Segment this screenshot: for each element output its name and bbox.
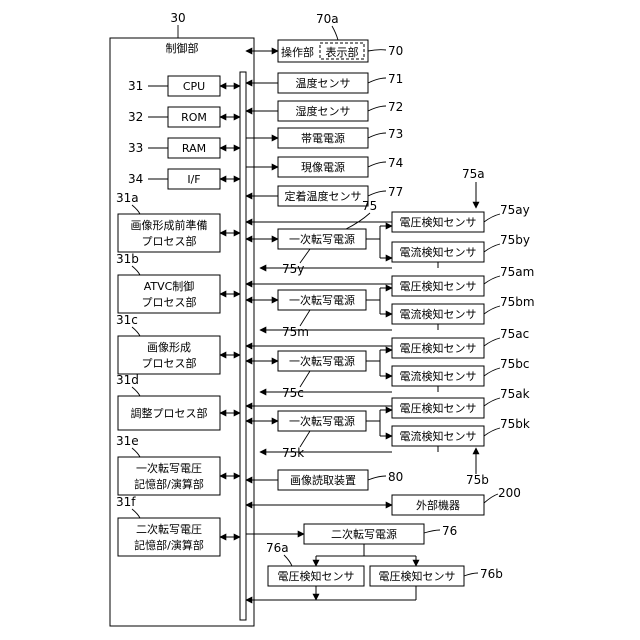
temperature-sensor: 温度センサ 71 <box>246 72 403 93</box>
svg-text:プロセス部: プロセス部 <box>142 234 197 248</box>
svg-text:温度センサ: 温度センサ <box>296 76 351 90</box>
ref-33: 33 <box>128 141 143 155</box>
svg-text:電流検知センサ: 電流検知センサ <box>400 245 477 259</box>
svg-text:一次転写電源: 一次転写電源 <box>289 354 355 368</box>
ref-31c: 31c <box>116 313 138 327</box>
ref-30: 30 <box>170 11 185 25</box>
ref-32: 32 <box>128 110 143 124</box>
developing-power-supply: 現像電源 74 <box>246 156 403 177</box>
ref-71: 71 <box>388 72 403 86</box>
ref-31a: 31a <box>116 191 139 205</box>
ref-74: 74 <box>388 156 403 170</box>
image-reader: 画像読取装置 80 <box>246 470 403 490</box>
svg-text:CPU: CPU <box>183 80 205 93</box>
svg-text:記憶部/演算部: 記憶部/演算部 <box>134 477 204 491</box>
internal-bus <box>240 72 246 620</box>
ref-31e: 31e <box>116 434 139 448</box>
svg-text:I/F: I/F <box>187 173 200 186</box>
ref-75b: 75b <box>466 473 489 487</box>
ref-75c: 75c <box>282 386 304 400</box>
ref-75bc: 75bc <box>500 357 529 371</box>
svg-text:プロセス部: プロセス部 <box>142 356 197 370</box>
ref-75bk: 75bk <box>500 417 530 431</box>
ref-80: 80 <box>388 470 403 484</box>
ref-200: 200 <box>498 486 521 500</box>
ref-75k: 75k <box>282 446 304 460</box>
svg-text:二次転写電源: 二次転写電源 <box>331 527 397 541</box>
svg-text:電圧検知センサ: 電圧検知センサ <box>400 279 477 293</box>
svg-text:ATVC制御: ATVC制御 <box>144 279 195 293</box>
ref-31b: 31b <box>116 252 139 266</box>
ref-70a: 70a <box>316 12 339 26</box>
svg-text:電流検知センサ: 電流検知センサ <box>400 307 477 321</box>
svg-text:帯電電源: 帯電電源 <box>301 131 345 145</box>
ref-76a: 76a <box>266 541 289 555</box>
voltage-sensor-76b: 電圧検知センサ 76b <box>370 566 503 586</box>
ref-72: 72 <box>388 100 403 114</box>
ref-76b: 76b <box>480 567 503 581</box>
svg-text:電圧検知センサ: 電圧検知センサ <box>379 569 456 583</box>
ref-75m: 75m <box>282 325 309 339</box>
controller-title: 制御部 <box>166 41 199 55</box>
svg-text:表示部: 表示部 <box>326 45 359 59</box>
ref-73: 73 <box>388 127 403 141</box>
svg-text:RAM: RAM <box>182 142 206 155</box>
ref-34: 34 <box>128 172 143 186</box>
svg-text:湿度センサ: 湿度センサ <box>296 104 351 118</box>
ref-31f: 31f <box>116 495 136 509</box>
ref-75ac: 75ac <box>500 327 529 341</box>
svg-text:画像形成: 画像形成 <box>147 341 191 354</box>
svg-text:外部機器: 外部機器 <box>416 498 460 512</box>
ref-70: 70 <box>388 44 403 58</box>
svg-text:調整プロセス部: 調整プロセス部 <box>131 406 208 420</box>
ref-75: 75 <box>362 199 377 213</box>
ref-75ak: 75ak <box>500 387 530 401</box>
ref-75am: 75am <box>500 265 534 279</box>
svg-text:現像電源: 現像電源 <box>301 160 345 174</box>
ref-75by: 75by <box>500 233 530 247</box>
svg-text:電圧検知センサ: 電圧検知センサ <box>400 341 477 355</box>
svg-text:一次転写電圧: 一次転写電圧 <box>136 461 202 475</box>
primary-transfer-group-m: 電圧検知センサ 電流検知センサ 一次転写電源 75am 75bm 75m <box>246 265 535 339</box>
ref-31: 31 <box>128 79 143 93</box>
svg-text:電圧検知センサ: 電圧検知センサ <box>278 569 355 583</box>
ref-75y: 75y <box>282 262 304 276</box>
svg-text:プロセス部: プロセス部 <box>142 295 197 309</box>
svg-text:電流検知センサ: 電流検知センサ <box>400 429 477 443</box>
ref-75bm: 75bm <box>500 295 535 309</box>
ref-75a: 75a <box>462 167 485 181</box>
ref-75ay: 75ay <box>500 203 530 217</box>
primary-transfer-group-y: 電圧検知センサ 電流検知センサ 一次転写電源 75ay 75by 75y <box>246 203 530 276</box>
svg-text:画像形成前準備: 画像形成前準備 <box>131 218 208 232</box>
humidity-sensor: 湿度センサ 72 <box>246 100 403 121</box>
svg-text:電圧検知センサ: 電圧検知センサ <box>400 401 477 415</box>
ref-31d: 31d <box>116 373 139 387</box>
svg-text:一次転写電源: 一次転写電源 <box>289 414 355 428</box>
fixing-temperature-sensor: 定着温度センサ 77 <box>246 185 403 206</box>
svg-text:二次転写電圧: 二次転写電圧 <box>136 522 202 536</box>
svg-text:操作部: 操作部 <box>281 45 314 59</box>
operation-unit: 70a 操作部 表示部 70 <box>246 12 403 62</box>
svg-text:ROM: ROM <box>181 111 207 124</box>
svg-text:画像読取装置: 画像読取装置 <box>290 473 356 487</box>
ref-77: 77 <box>388 185 403 199</box>
svg-text:定着温度センサ: 定着温度センサ <box>285 189 362 203</box>
ref-76: 76 <box>442 524 457 538</box>
voltage-sensor-76a: 76a 電圧検知センサ <box>266 541 364 586</box>
svg-text:一次転写電源: 一次転写電源 <box>289 293 355 307</box>
svg-text:電圧検知センサ: 電圧検知センサ <box>400 215 477 229</box>
svg-text:一次転写電源: 一次転写電源 <box>289 232 355 246</box>
charging-power-supply: 帯電電源 73 <box>246 127 403 148</box>
svg-text:記憶部/演算部: 記憶部/演算部 <box>134 538 204 552</box>
svg-text:電流検知センサ: 電流検知センサ <box>400 369 477 383</box>
